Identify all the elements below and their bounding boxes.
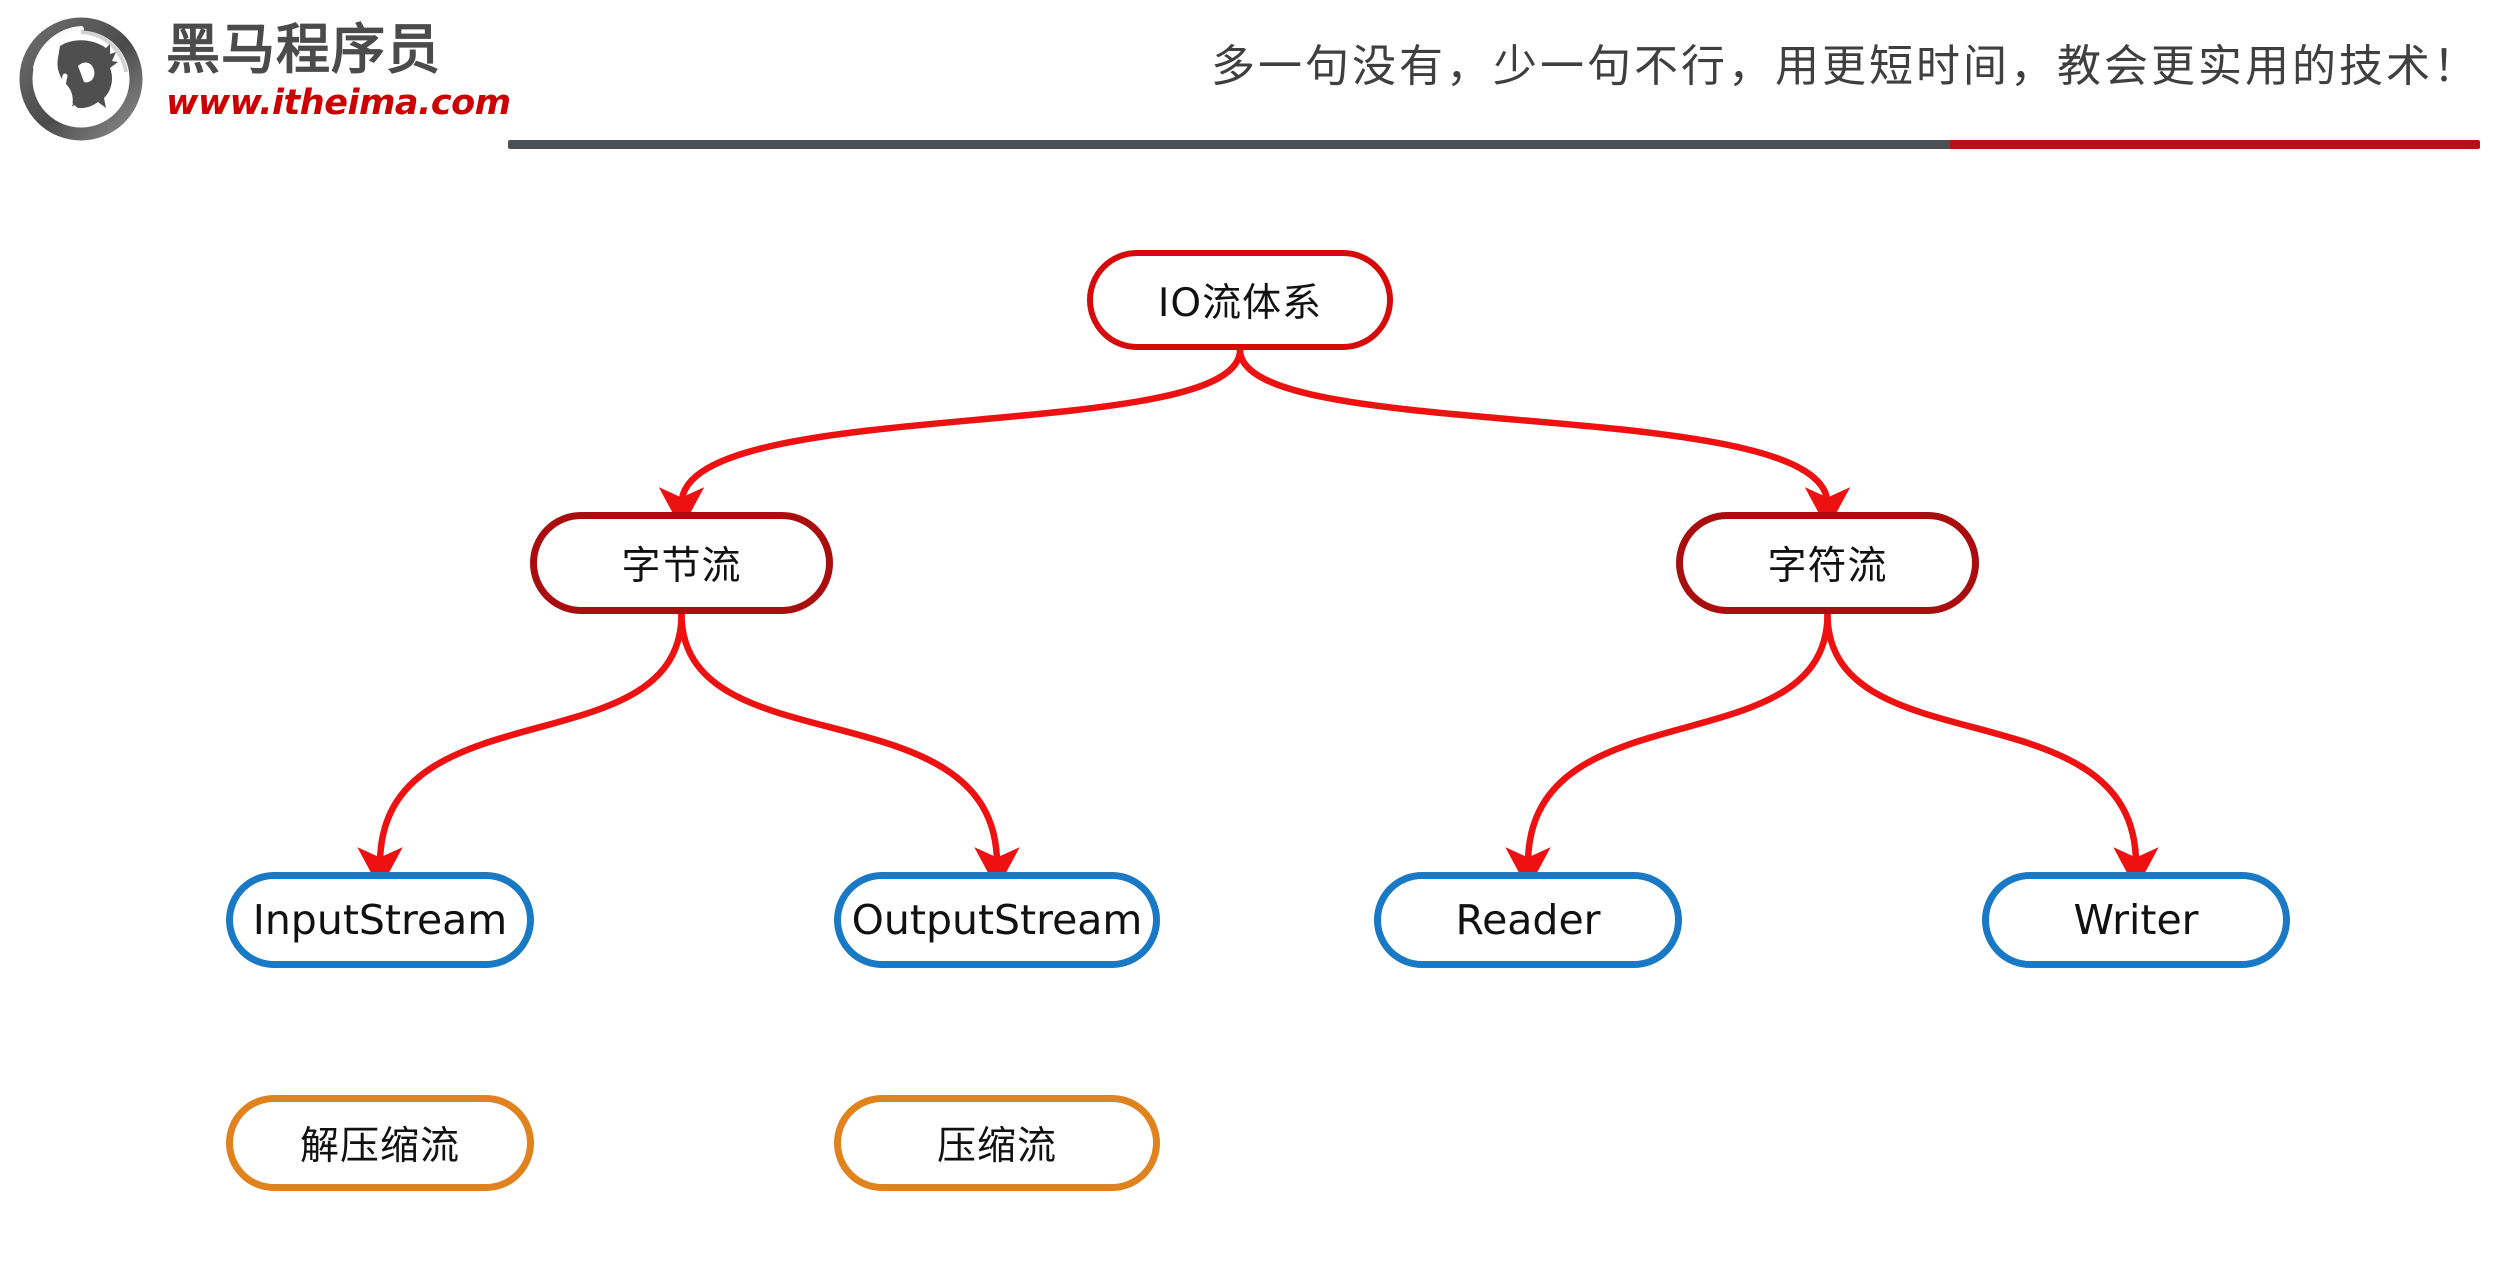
header-tagline: 多一句没有，少一句不行，用更短时间，教会更实用的技术！ (1211, 41, 2480, 92)
node-label: 字节流 (621, 544, 742, 589)
header-divider-red-segment (1950, 140, 2480, 149)
node-label: 解压缩流 (299, 1124, 460, 1169)
edge-byte-to-inputstream (357, 610, 685, 890)
node-label: OutputStream (851, 896, 1143, 944)
node-reader[interactable]: Reader (1374, 872, 1682, 968)
edge-byte-to-outputstream (678, 610, 1020, 890)
edge-root-to-char (1236, 346, 1851, 530)
page-header: 黑马程序员 www.itheima.com 多一句没有，少一句不行，用更短时间，… (0, 0, 2510, 160)
node-label: InputStream (252, 896, 508, 944)
node-label: 字符流 (1767, 544, 1888, 589)
node-label: IO流体系 (1157, 281, 1323, 326)
node-char[interactable]: 字符流 (1676, 512, 1979, 614)
header-divider-gray-segment (508, 140, 1950, 149)
node-label: Reader (1455, 896, 1601, 944)
node-writer[interactable]: Writer (1982, 872, 2290, 968)
edge-char-to-writer (1824, 610, 2159, 890)
horse-head-circle-logo-icon (18, 16, 144, 142)
brand-text-block: 黑马程序员 www.itheima.com (166, 18, 511, 124)
brand-name: 黑马程序员 (166, 18, 441, 81)
brand-url: www.itheima.com (166, 83, 511, 123)
node-zipstream[interactable]: 压缩流 (834, 1095, 1160, 1191)
brand-logo-block: 黑马程序员 www.itheima.com (18, 10, 511, 142)
node-root[interactable]: IO流体系 (1087, 250, 1393, 350)
edge-char-to-reader (1505, 610, 1831, 890)
node-byte[interactable]: 字节流 (530, 512, 833, 614)
header-divider (508, 140, 2480, 149)
node-outputstream[interactable]: OutputStream (834, 872, 1160, 968)
edge-root-to-byte (658, 346, 1244, 530)
node-label: 压缩流 (936, 1124, 1057, 1169)
node-label: Writer (2073, 896, 2199, 944)
node-inputstream[interactable]: InputStream (226, 872, 534, 968)
node-unzipstream[interactable]: 解压缩流 (226, 1095, 534, 1191)
